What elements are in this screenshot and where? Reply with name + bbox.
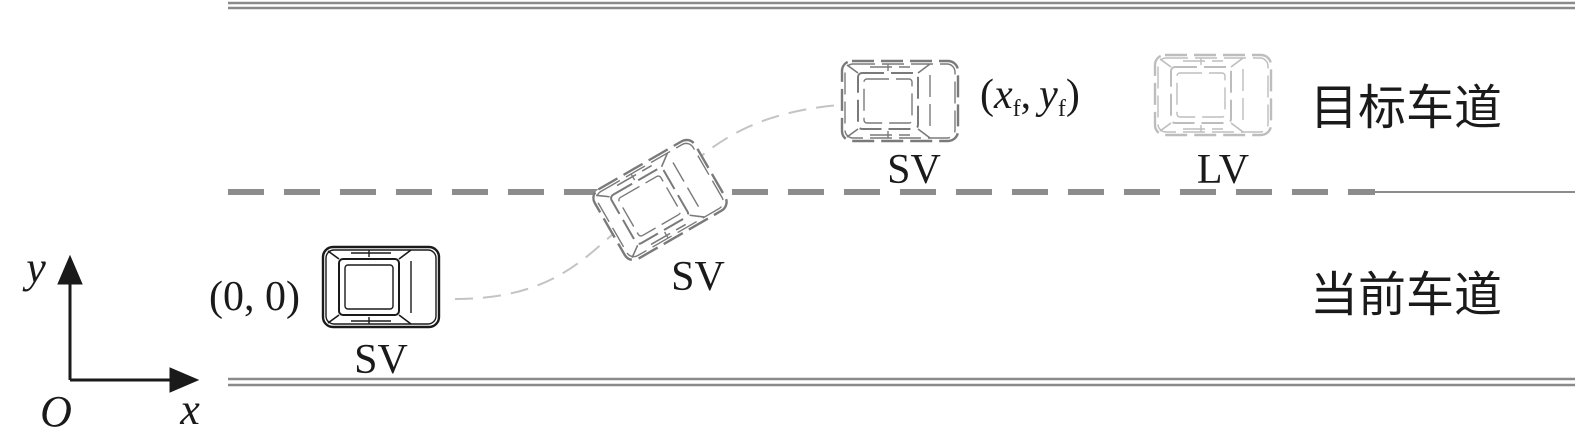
origin-label: O	[40, 387, 72, 436]
vehicle-sv-final	[840, 59, 960, 143]
final-point-label: (xf,yf)	[980, 72, 1080, 122]
y-axis-arrowhead	[57, 254, 83, 285]
lv-label: LV	[1197, 147, 1249, 193]
sv-mid-label: SV	[671, 254, 725, 300]
x-axis-arrowhead	[169, 367, 200, 393]
current-lane-label: 当前车道	[1310, 267, 1502, 323]
x-axis-label: x	[179, 385, 200, 434]
vehicle-sv-start	[321, 245, 441, 329]
sv-final-label: SV	[887, 147, 941, 193]
road-top-boundary	[228, 1, 1575, 10]
road-bottom-boundary	[228, 377, 1575, 387]
sv-start-coord-label: (0, 0)	[209, 274, 300, 320]
vehicle-sv-mid	[588, 135, 732, 265]
coordinate-axes	[57, 254, 200, 393]
target-lane-label: 目标车道	[1310, 80, 1502, 136]
y-axis-label: y	[22, 243, 46, 292]
sv-start-label: SV	[354, 337, 408, 383]
vehicle-lv	[1153, 53, 1273, 137]
